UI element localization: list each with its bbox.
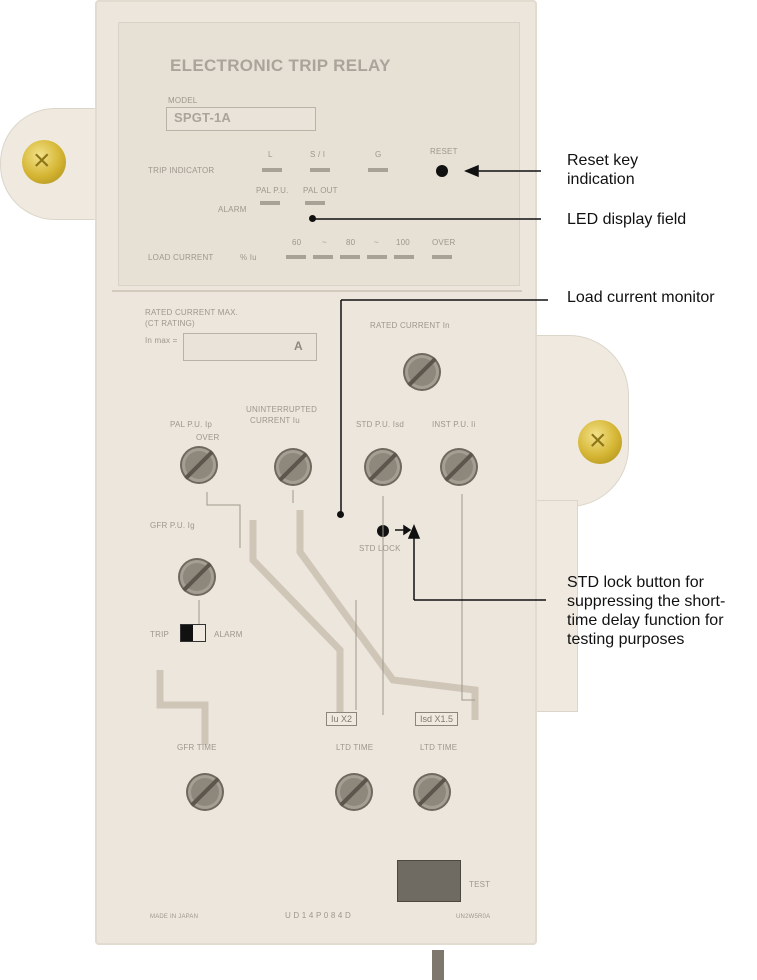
in-max-label: In max =: [145, 336, 178, 345]
std-pu-label: STD P.U. Isd: [356, 420, 405, 429]
ltd-time-label-2: LTD TIME: [420, 743, 458, 752]
trip-alarm-switch[interactable]: [180, 624, 206, 642]
load-led-5: [394, 255, 414, 259]
top-display-plate: [118, 22, 520, 286]
ct-rating-label: (CT RATING): [145, 319, 195, 328]
serial-label: U D 1 4 P 0 8 4 D: [285, 911, 351, 920]
test-label: TEST: [469, 880, 491, 889]
iu-x2-box: Iu X2: [326, 712, 358, 726]
ltd-time-dial-1[interactable]: [337, 775, 371, 809]
alarm-label: ALARM: [218, 205, 247, 214]
load-scale-60: 60: [292, 238, 302, 247]
trip-l-label: L: [268, 150, 273, 159]
load-led-4: [367, 255, 387, 259]
alarm-pal-out-led: [305, 201, 325, 205]
isd-x15-box: Isd X1.5: [415, 712, 459, 726]
inst-pu-label: INST P.U. Ii: [432, 420, 476, 429]
gfr-time-label: GFR TIME: [177, 743, 217, 752]
ltd-time-label-1: LTD TIME: [336, 743, 374, 752]
inst-pu-dial[interactable]: [442, 450, 476, 484]
pal-pu-dial[interactable]: [182, 448, 216, 482]
right-mounting-tab: [532, 335, 629, 507]
uninterrupted-label-1: UNINTERRUPTED: [246, 405, 318, 414]
load-current-label: LOAD CURRENT: [148, 253, 214, 262]
alarm-pal-pu-label: PAL P.U.: [256, 186, 289, 195]
std-pu-dial[interactable]: [366, 450, 400, 484]
alarm-pal-out-label: PAL OUT: [303, 186, 338, 195]
trip-l-led: [262, 168, 282, 172]
load-led-1: [286, 255, 306, 259]
reset-key[interactable]: [436, 165, 448, 177]
gfr-pu-dial[interactable]: [180, 560, 214, 594]
model-label: MODEL: [168, 96, 198, 105]
rated-current-in-label: RATED CURRENT In: [370, 321, 450, 330]
trip-g-led: [368, 168, 388, 172]
alarm-pal-pu-led: [260, 201, 280, 205]
left-screw-icon: [22, 140, 66, 184]
trip-g-label: G: [375, 150, 382, 159]
test-terminal[interactable]: [397, 860, 461, 902]
uninterrupted-current-dial[interactable]: [276, 450, 310, 484]
alarm-switch-label: ALARM: [214, 630, 243, 639]
part-number-label: UN2W5R0A: [456, 914, 491, 920]
pal-over-label: OVER: [196, 433, 220, 442]
std-lock-label: STD LOCK: [359, 544, 401, 553]
made-in-label: MADE IN JAPAN: [150, 914, 199, 920]
load-current-callout: Load current monitor: [567, 289, 715, 306]
load-led-2: [313, 255, 333, 259]
trip-indicator-label: TRIP INDICATOR: [148, 166, 215, 175]
load-led-over: [432, 255, 452, 259]
pal-pu-label: PAL P.U. Ip: [170, 420, 213, 429]
trip-si-label: S / I: [310, 150, 326, 159]
gfr-pu-label: GFR P.U. Ig: [150, 521, 195, 530]
panel-divider: [112, 290, 522, 292]
load-scale-over: OVER: [432, 238, 456, 247]
reset-key-callout: Reset key indication: [567, 152, 639, 188]
reset-label: RESET: [430, 147, 458, 156]
load-scale-sep-2: ~: [374, 238, 379, 247]
ltd-time-dial-2[interactable]: [415, 775, 449, 809]
right-lower-bracket: [532, 500, 578, 712]
led-field-marker: [309, 215, 316, 222]
model-box: [166, 107, 316, 131]
relay-title: ELECTRONIC TRIP RELAY: [170, 56, 391, 75]
led-display-callout: LED display field: [567, 211, 687, 228]
rated-current-max-label: RATED CURRENT MAX.: [145, 308, 239, 317]
gfr-time-dial[interactable]: [188, 775, 222, 809]
load-scale-sep-1: ~: [322, 238, 327, 247]
trip-switch-label: TRIP: [150, 630, 170, 639]
in-max-unit: A: [294, 339, 303, 353]
load-scale-80: 80: [346, 238, 356, 247]
bottom-slot: [432, 950, 444, 980]
std-lock-callout: STD lock button for suppressing the shor…: [567, 574, 726, 648]
load-unit-label: % Iu: [240, 253, 257, 262]
model-value: SPGT-1A: [174, 110, 232, 125]
trip-si-led: [310, 168, 330, 172]
right-screw-icon: [578, 420, 622, 464]
load-scale-100: 100: [396, 238, 410, 247]
load-led-3: [340, 255, 360, 259]
uninterrupted-label-2: CURRENT Iu: [250, 416, 300, 425]
rated-current-box: [183, 333, 317, 361]
rated-current-in-dial[interactable]: [405, 355, 439, 389]
